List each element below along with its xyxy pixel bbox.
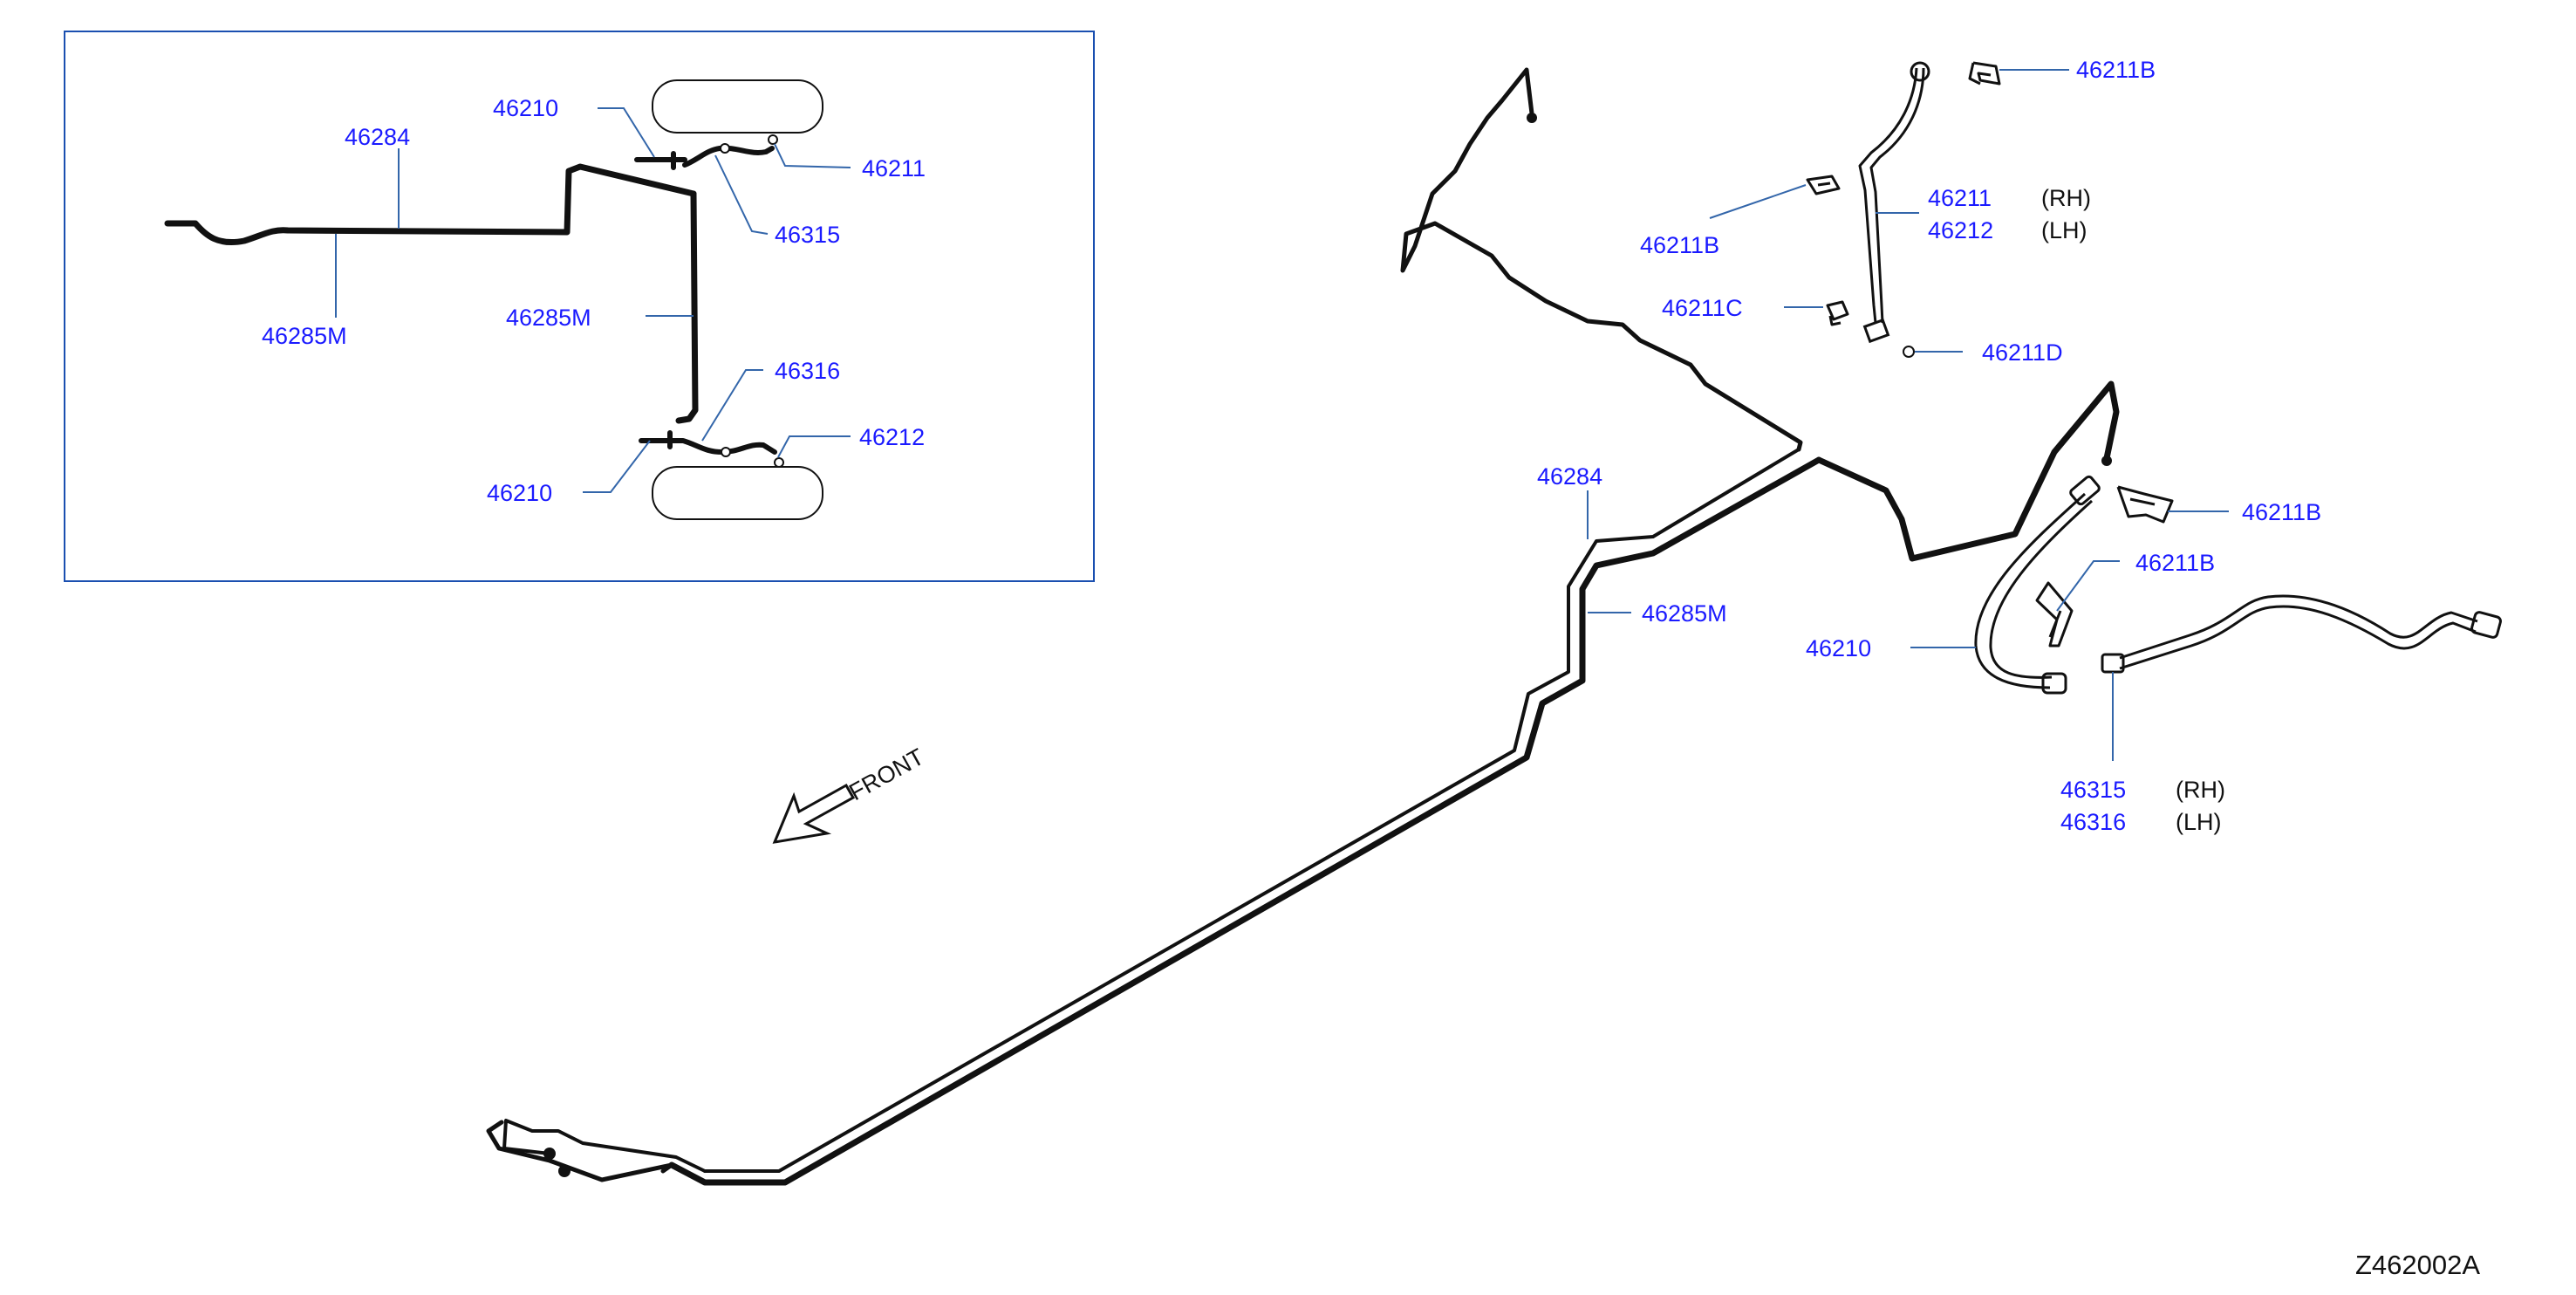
inset-label-46316: 46316 xyxy=(775,358,840,384)
inset-hose-bottom xyxy=(639,430,777,455)
part-46211c-bolt xyxy=(1826,300,1849,326)
inset-joint-top-b xyxy=(768,134,778,145)
inset-joint-bottom-b xyxy=(774,457,784,468)
diagram-code: Z462002A xyxy=(2355,1250,2480,1280)
main-pipe-right-branch xyxy=(1815,380,2120,562)
main-pipe-46284 xyxy=(1400,67,1803,452)
main-pipe-46285m-inner xyxy=(703,448,1800,1173)
front-arrow: FRONT xyxy=(772,743,928,844)
main-label-lh-1: (LH) xyxy=(2041,217,2087,243)
main-leader-46211b-b xyxy=(1709,184,1807,219)
main-label-46211d: 46211D xyxy=(1982,339,2063,366)
front-arrow-icon xyxy=(772,783,856,844)
tube-46315-right-nut xyxy=(2470,611,2502,639)
inset-leader-46210-top xyxy=(598,107,655,158)
main-pipe-right-branch-cap xyxy=(2101,456,2112,466)
inset-pipe-46285m-left xyxy=(164,163,697,246)
inset-wheel-top xyxy=(652,79,823,134)
inset-label-46210-bot: 46210 xyxy=(487,480,552,506)
main-label-46211c: 46211C xyxy=(1662,295,1743,321)
part-46211b-clip-b xyxy=(1806,175,1841,195)
part-46211b-clip-a xyxy=(1968,61,2001,86)
inset-leader-46212 xyxy=(777,435,851,458)
main-label-46212-lh: 46212 xyxy=(1928,217,1993,243)
inset-label-46210-top: 46210 xyxy=(493,95,558,121)
hose-46210-bottom-fitting xyxy=(2041,672,2067,695)
inset-label-46285m-left: 46285M xyxy=(262,323,347,349)
main-label-46211b-b: 46211B xyxy=(1640,232,1719,258)
inset-joint-top-a xyxy=(720,143,730,154)
main-pipe-front-end xyxy=(486,1120,674,1182)
main-pipe-46284-cap xyxy=(1527,113,1537,123)
main-pipe-front-cap-a xyxy=(543,1148,556,1160)
main-label-46210: 46210 xyxy=(1806,635,1871,661)
main-label-46211b-c: 46211B xyxy=(2242,499,2321,525)
inset-label-46284: 46284 xyxy=(345,124,410,150)
main-pipe-front-loop xyxy=(502,1119,707,1173)
inset-label-46315: 46315 xyxy=(775,222,840,248)
inset-pipe-46285m-vertical xyxy=(675,190,699,424)
main-label-rh-1: (RH) xyxy=(2041,185,2091,211)
main-label-46316: 46316 xyxy=(2060,809,2126,835)
inset-label-46212: 46212 xyxy=(859,424,925,450)
inset-label-46211: 46211 xyxy=(862,155,926,182)
inset-frame xyxy=(64,31,1095,582)
front-label: FRONT xyxy=(844,743,928,805)
hose-46211-fitting xyxy=(1862,318,1890,344)
main-label-46211b-d: 46211B xyxy=(2135,550,2215,576)
hose-46210 xyxy=(1974,492,2094,689)
main-label-46315: 46315 xyxy=(2060,777,2126,803)
part-46211b-clip-c xyxy=(2116,485,2174,524)
tube-46315 xyxy=(2119,594,2478,670)
inset-label-46285m-mid: 46285M xyxy=(506,305,591,331)
main-label-46285m: 46285M xyxy=(1642,600,1727,627)
inset-leader-46210-bot xyxy=(583,440,651,493)
main-label-46211b-a: 46211B xyxy=(2076,57,2156,83)
part-46211b-clip-d xyxy=(2035,581,2074,648)
main-label-46284: 46284 xyxy=(1537,463,1602,490)
hose-46210-top-fitting xyxy=(2069,475,2101,506)
hose-46211-eye xyxy=(1910,61,1930,82)
main-pipe-front-cap-b xyxy=(558,1165,571,1177)
main-label-lh-2: (LH) xyxy=(2176,809,2222,835)
inset-wheel-bottom xyxy=(652,466,823,520)
inset-leader-46211 xyxy=(774,143,851,168)
main-assembly: 46211B 46211 46212 (RH) (LH) 46211B 4621… xyxy=(486,57,2502,1280)
inset-panel: 46210 46284 46211 46315 46285M 46285M 46… xyxy=(64,31,1095,582)
main-leader-46211b-d xyxy=(2056,560,2120,612)
inset-leader-46316 xyxy=(701,369,763,442)
main-label-46211-rh: 46211 xyxy=(1928,185,1992,211)
inset-hose-top xyxy=(634,145,775,170)
part-46211d-ring xyxy=(1903,346,1915,358)
main-label-rh-2: (RH) xyxy=(2176,777,2225,803)
inset-leader-46315 xyxy=(714,154,769,235)
main-pipe-46285m-outer xyxy=(668,456,1822,1186)
hose-46211-top xyxy=(1858,67,1925,324)
inset-joint-bottom-a xyxy=(721,447,731,457)
